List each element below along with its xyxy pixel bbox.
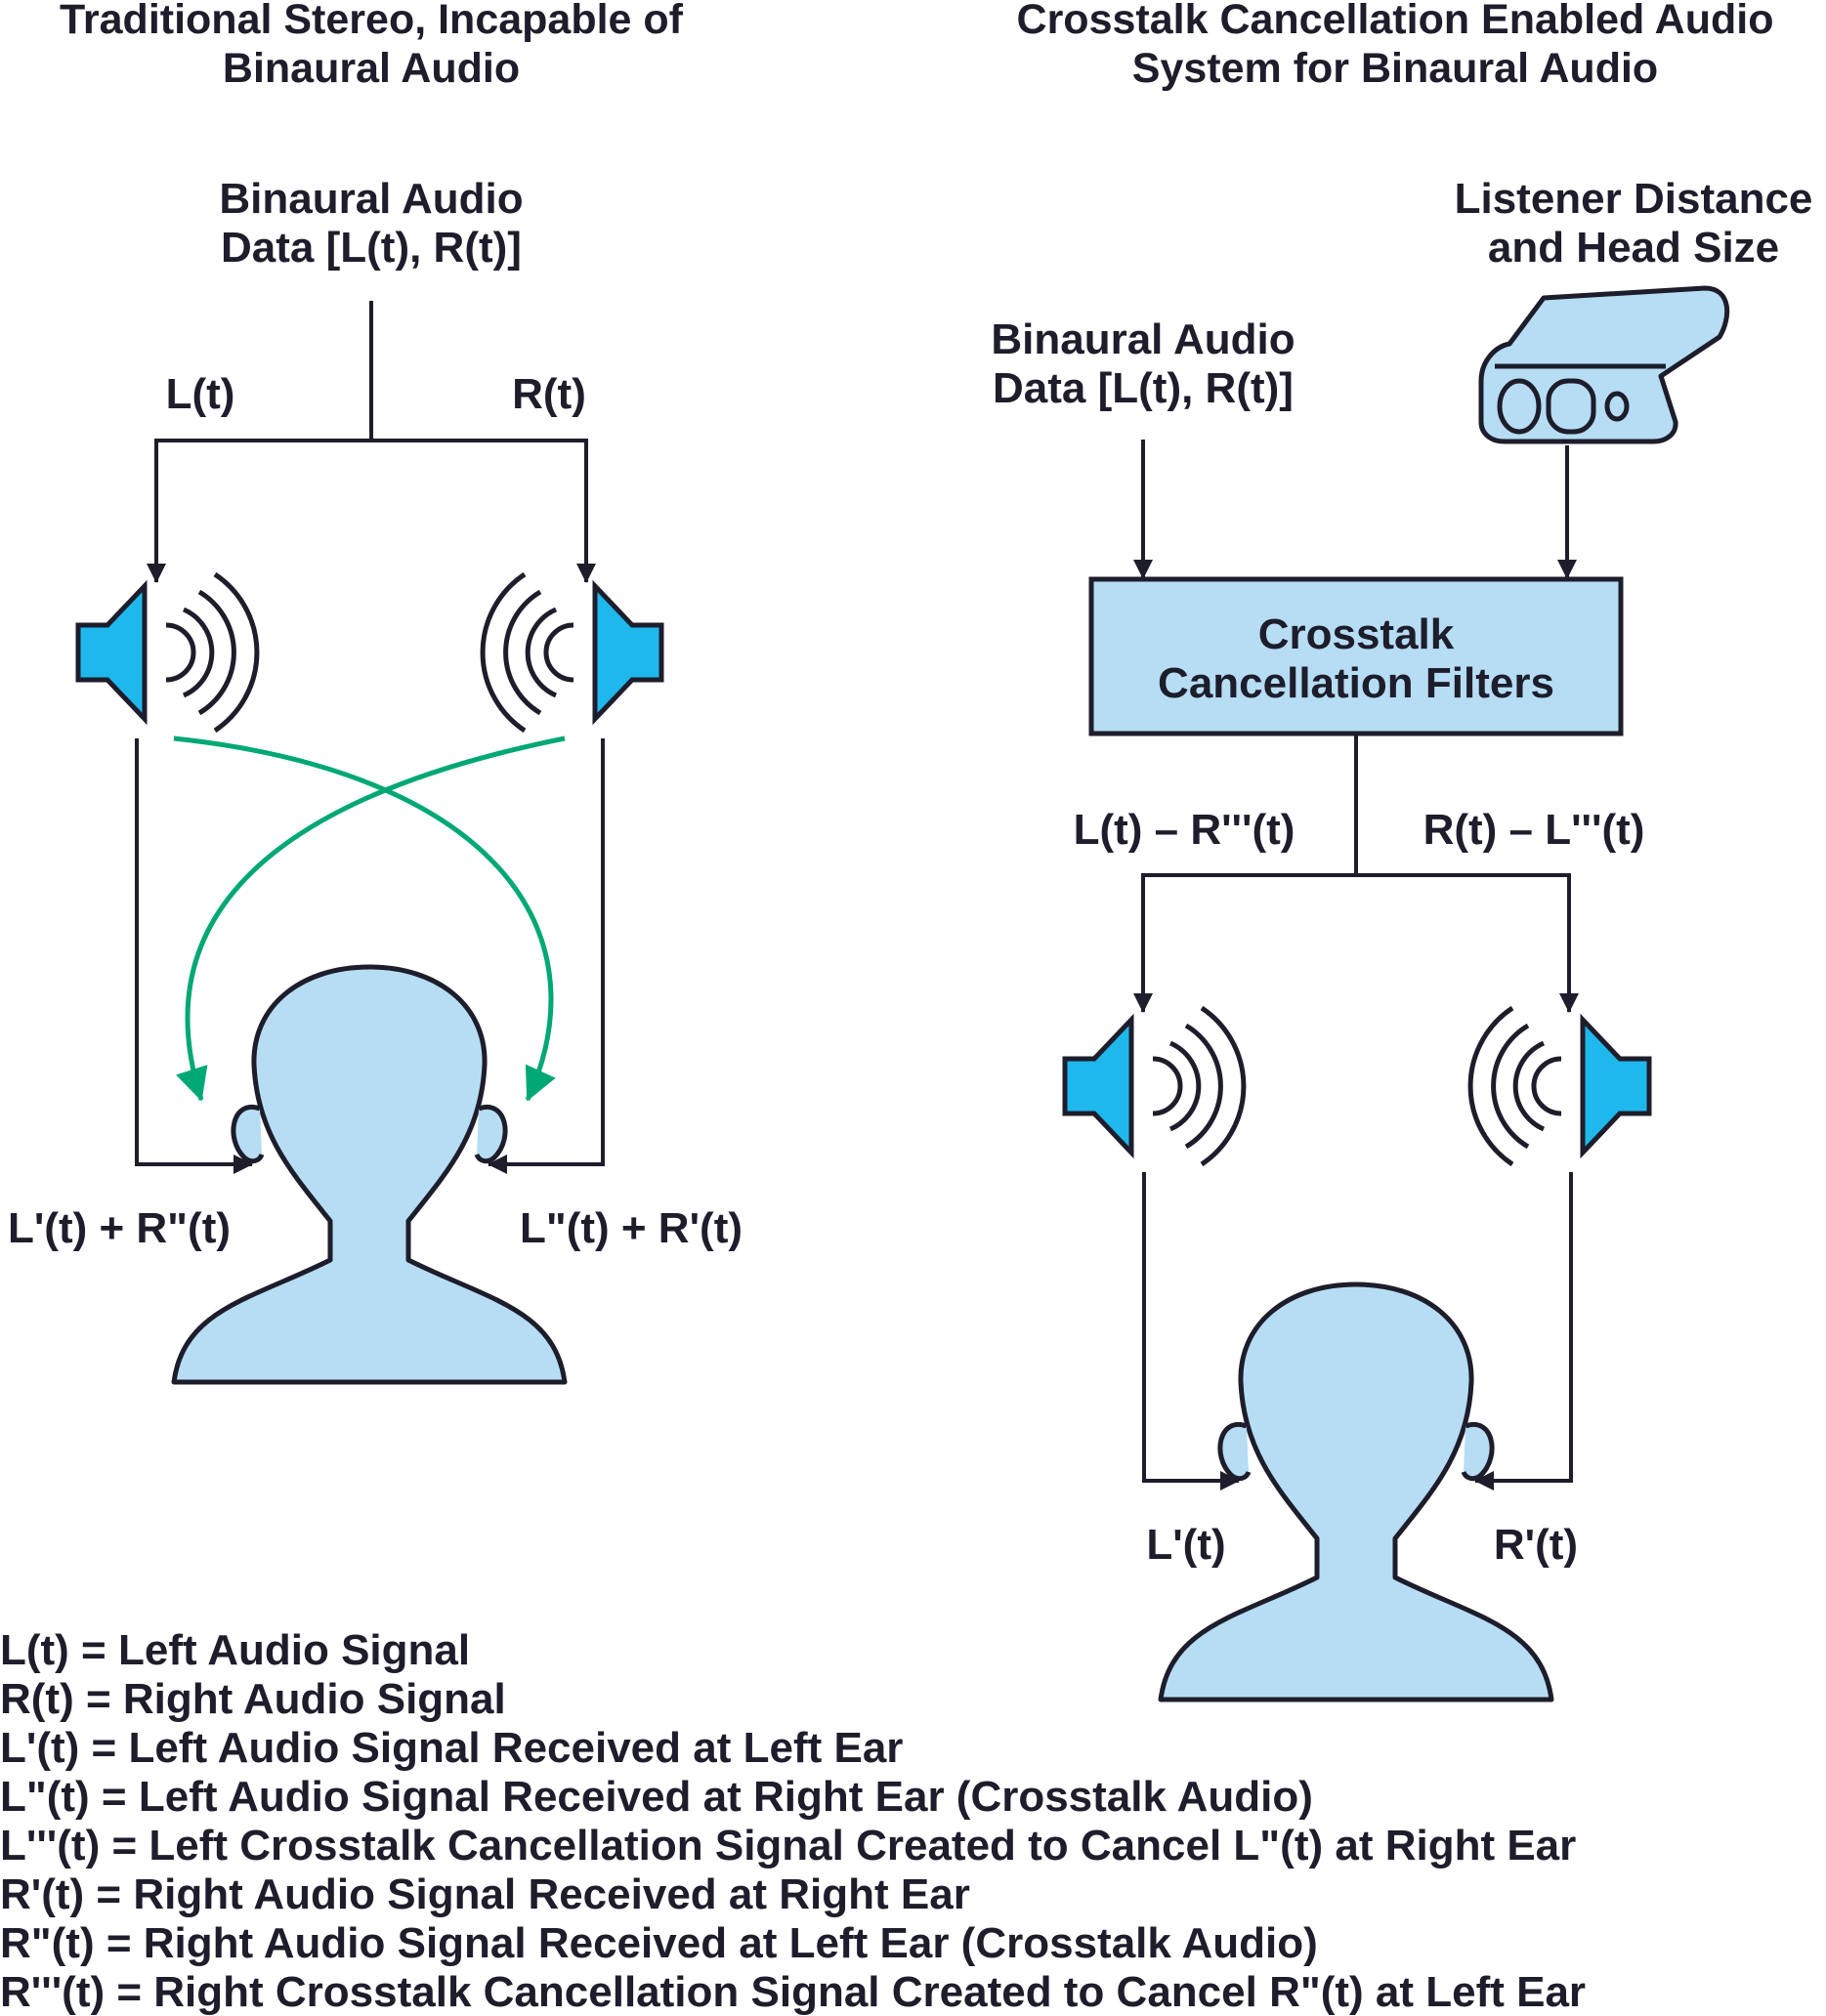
- legend-item: R'''(t) = Right Crosstalk Cancellation S…: [0, 1968, 1586, 2016]
- filter-label-line2: Cancellation Filters: [1158, 659, 1554, 707]
- legend-item: L'(t) = Left Audio Signal Received at Le…: [0, 1724, 903, 1772]
- left-signal-label: L(t): [166, 370, 235, 418]
- right-direct-path: [488, 738, 605, 1174]
- left-title-line1: Traditional Stereo, Incapable of: [60, 0, 684, 43]
- legend-item: L'''(t) = Left Crosstalk Cancellation Si…: [0, 1822, 1576, 1869]
- speaker-icon: [1065, 1008, 1244, 1164]
- left-output-label: L(t) – R'''(t): [1074, 806, 1295, 854]
- legend-item: L(t) = Left Audio Signal: [0, 1626, 470, 1674]
- speaker-icon: [78, 574, 257, 731]
- legend: L(t) = Left Audio Signal R(t) = Right Au…: [0, 1626, 1586, 2016]
- left-direct-path: [1142, 1172, 1240, 1491]
- right-title-line2: System for Binaural Audio: [1132, 45, 1658, 92]
- right-title-line1: Crosstalk Cancellation Enabled Audio: [1017, 0, 1774, 43]
- legend-item: L"(t) = Left Audio Signal Received at Ri…: [0, 1773, 1313, 1821]
- right-output-label: R(t) – L'''(t): [1423, 806, 1645, 854]
- filter-label-line1: Crosstalk: [1258, 610, 1455, 658]
- sensor-label-line1: Listener Distance: [1455, 175, 1813, 223]
- right-source-line2: Data [L(t), R(t)]: [993, 364, 1294, 412]
- head-icon: [1161, 1284, 1551, 1700]
- legend-item: R"(t) = Right Audio Signal Received at L…: [0, 1919, 1318, 1967]
- head-icon: [174, 967, 565, 1382]
- depth-camera-icon: [1478, 285, 1730, 444]
- crosstalk-path-right-to-left-ear: [176, 735, 566, 1102]
- sensor-label-line2: and Head Size: [1488, 224, 1779, 272]
- legend-item: R(t) = Right Audio Signal: [0, 1675, 506, 1723]
- right-signal-label: R(t): [512, 370, 586, 418]
- speaker-icon: [483, 574, 661, 731]
- speaker-icon: [1470, 1008, 1649, 1164]
- right-ear-label: L"(t) + R'(t): [520, 1204, 743, 1252]
- left-ear-label: L'(t): [1146, 1521, 1225, 1569]
- right-direct-path: [1474, 1172, 1573, 1491]
- left-title-line2: Binaural Audio: [223, 45, 520, 92]
- right-panel: Crosstalk Cancellation Enabled Audio Sys…: [991, 0, 1812, 1700]
- crosstalk-path-left-to-right-ear: [173, 735, 556, 1102]
- left-source-line1: Binaural Audio: [219, 175, 523, 223]
- left-panel: Traditional Stereo, Incapable of Binaura…: [8, 0, 743, 1382]
- left-direct-path: [135, 738, 253, 1174]
- legend-item: R'(t) = Right Audio Signal Received at R…: [0, 1870, 970, 1918]
- crosstalk-filter-box: [1088, 576, 1624, 736]
- right-split-wire: [1141, 873, 1571, 1012]
- right-source-line1: Binaural Audio: [991, 315, 1295, 363]
- left-split-wire: [154, 439, 588, 582]
- left-ear-label: L'(t) + R"(t): [8, 1204, 231, 1252]
- left-source-line2: Data [L(t), R(t)]: [221, 224, 522, 272]
- right-ear-label: R'(t): [1494, 1521, 1578, 1569]
